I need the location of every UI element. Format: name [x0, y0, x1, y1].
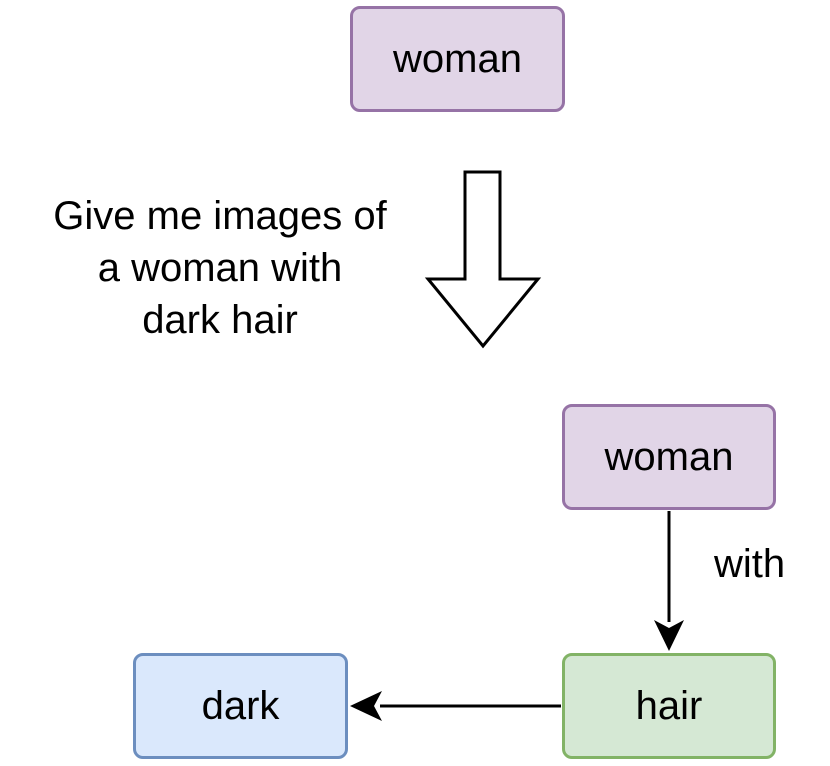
edge-hair-dark-arrowhead — [350, 691, 382, 721]
query-line-2: a woman with — [97, 246, 343, 290]
edge-woman-hair-arrowhead — [654, 620, 684, 651]
node-dark-label: dark — [201, 683, 280, 728]
edge-label-with: with — [714, 542, 786, 586]
node-woman-label: woman — [604, 434, 734, 479]
query-text: Give me images of a woman with dark hair — [20, 190, 420, 346]
query-line-3: dark hair — [142, 298, 298, 342]
node-dark: dark — [133, 653, 348, 759]
query-line-1: Give me images of — [53, 194, 387, 238]
transform-arrow-icon — [424, 170, 542, 349]
node-hair: hair — [562, 653, 776, 759]
node-woman: woman — [562, 404, 776, 510]
node-woman-top: woman — [350, 6, 565, 112]
node-woman-top-label: woman — [393, 36, 522, 81]
node-hair-label: hair — [635, 683, 703, 728]
